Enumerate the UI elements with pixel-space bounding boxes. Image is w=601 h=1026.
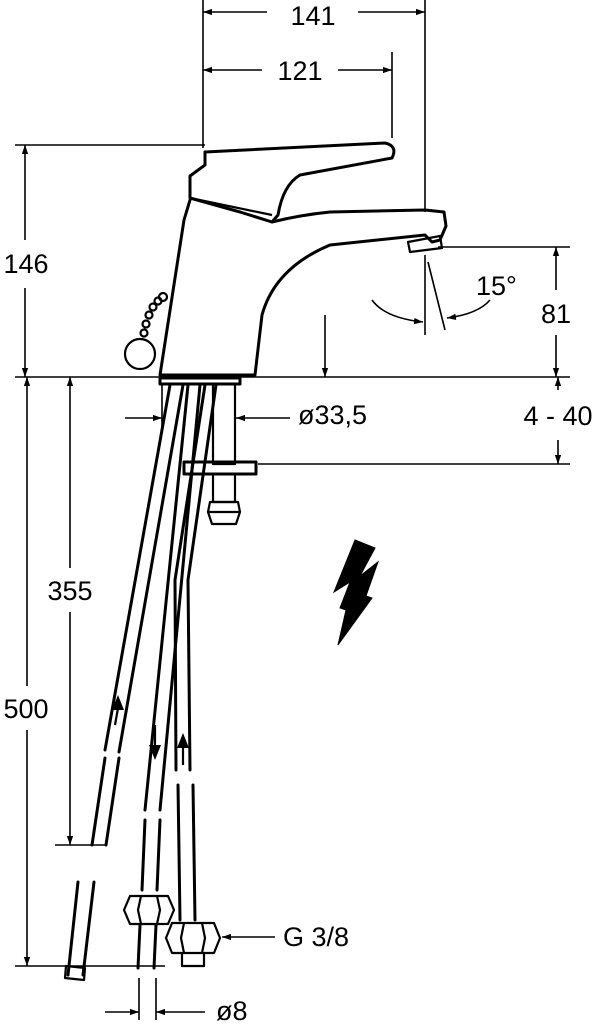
- label-121: 121: [277, 56, 322, 86]
- dimension-drain-rod-length: 500: [3, 377, 165, 967]
- flow-arrow-icon: [112, 695, 189, 765]
- dimension-supply-hose-length: 355: [47, 377, 105, 846]
- label-hole-diameter: ø33,5: [298, 400, 367, 430]
- label-355: 355: [47, 576, 92, 606]
- pop-up-chain-ring-icon: [123, 291, 169, 371]
- label-deck-thickness: 4 - 40: [523, 401, 592, 431]
- flexible-hoses: [63, 383, 222, 982]
- dimension-deck-thickness: 4 - 40: [258, 377, 593, 465]
- faucet-body: [158, 141, 448, 386]
- label-141: 141: [290, 1, 335, 31]
- label-146: 146: [3, 249, 48, 279]
- dimension-hose-diameter: ø8: [105, 978, 248, 1026]
- dimension-spout-height: 81: [321, 246, 571, 377]
- dimension-overall-width: 141: [202, 0, 426, 212]
- label-81: 81: [541, 299, 571, 329]
- dimension-swivel-angle: 15°: [371, 255, 517, 335]
- label-500: 500: [3, 694, 48, 724]
- dimension-spout-reach: 121: [203, 52, 393, 138]
- dimension-hole-diameter: ø33,5: [125, 385, 367, 432]
- label-connection-thread: G 3/8: [283, 922, 349, 952]
- dimension-connection-thread: G 3/8: [222, 922, 349, 952]
- mounting-shank: [182, 382, 258, 526]
- dimension-overall-height: 146: [3, 144, 205, 377]
- lightning-bolt-icon: [332, 539, 380, 646]
- label-15-degrees: 15°: [476, 271, 517, 301]
- label-hose-diameter: ø8: [216, 996, 248, 1026]
